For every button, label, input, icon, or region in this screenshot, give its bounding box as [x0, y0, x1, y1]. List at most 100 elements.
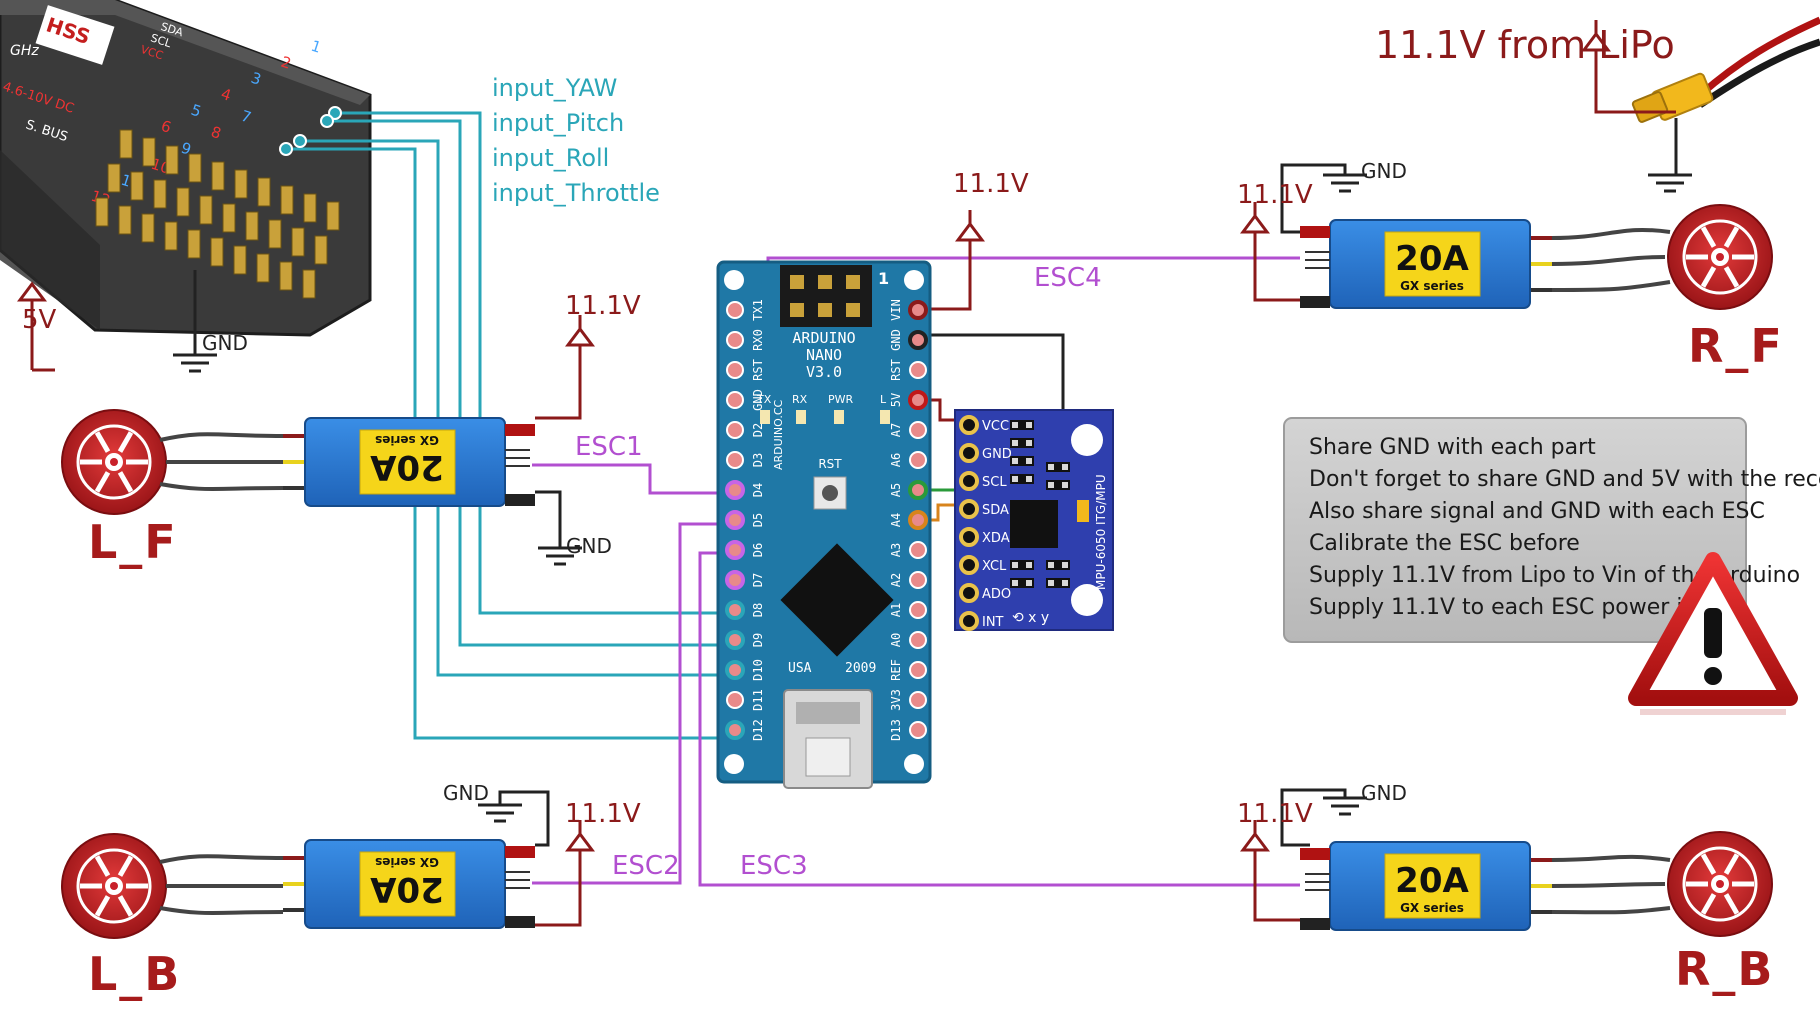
esc-series: GX series — [1400, 901, 1464, 915]
label-v-lf: 11.1V — [565, 291, 641, 321]
mpu-pin-label: VCC — [982, 419, 1009, 434]
nano-pin-label-left: D11 — [751, 689, 765, 711]
nano-pin-label-left: D12 — [751, 719, 765, 741]
label-gnd-rb: GND — [1361, 781, 1407, 805]
motor-rb-icon — [1667, 831, 1773, 937]
nano-header-num: 1 — [878, 269, 889, 288]
nano-pin-label-left: TX1 — [751, 299, 765, 321]
label-input-throttle: input_Throttle — [492, 179, 660, 207]
mpu-pin-label: XDA — [982, 531, 1010, 546]
nano-pin-left — [725, 570, 745, 590]
nano-pin-label-left: D6 — [751, 543, 765, 557]
label-input-yaw: input_YAW — [492, 74, 617, 102]
mpu-chip — [1010, 500, 1058, 548]
power-arrow-icon — [1581, 31, 1611, 52]
nano-hole-tr — [904, 270, 924, 290]
nano-pin-label-left: D8 — [751, 603, 765, 617]
label-input-roll: input_Roll — [492, 144, 609, 172]
motor-wires — [159, 227, 1671, 915]
nano-pin-right — [909, 601, 927, 619]
label-gnd-rx: GND — [202, 331, 248, 355]
nano-pin-label-right: RST — [889, 359, 903, 381]
mpu-pin — [959, 527, 979, 547]
led-l — [880, 410, 890, 424]
usb-port-slot — [796, 702, 860, 724]
wire-rb-gnd — [1280, 788, 1347, 847]
mpu-pin — [959, 415, 979, 435]
label-esc4: ESC4 — [1034, 263, 1102, 293]
power-arrow-icon — [1240, 213, 1270, 234]
ground-icon — [1323, 173, 1367, 193]
mpu-pin-label: INT — [982, 615, 1004, 630]
wire-rb-power — [1253, 850, 1310, 922]
mpu-cap — [1077, 500, 1089, 522]
warning-icon — [1628, 552, 1798, 715]
ground-icon — [1323, 796, 1367, 816]
nano-pin-label-left: D5 — [751, 513, 765, 527]
mpu-name: MPU-6050 ITG/MPU — [1094, 474, 1108, 590]
input-labels: input_YAW input_Pitch input_Roll input_T… — [492, 74, 660, 207]
label-motor-rb: R_B — [1675, 942, 1774, 996]
esc-rating: 20A — [1395, 861, 1469, 901]
nano-pin-right — [909, 541, 927, 559]
motor-lb-icon — [61, 833, 167, 939]
nano-pin-label-right: VIN — [889, 299, 903, 321]
label-motor-lb: L_B — [88, 947, 181, 1001]
mpu-pin-label: SDA — [982, 503, 1009, 518]
nano-pin-left — [725, 480, 745, 500]
nano-pin-right — [909, 661, 927, 679]
motor-labels: L_F L_B R_F R_B — [88, 319, 1782, 1001]
nano-pin-right — [908, 480, 928, 500]
label-v-nano: 11.1V — [953, 169, 1029, 199]
nano-country: USA — [788, 661, 812, 676]
power-labels: 11.1V from LiPo 11.1V 11.1V 11.1V 11.1V … — [22, 23, 1675, 829]
reset-button-cap — [822, 485, 838, 501]
nano-pin-label-right: D13 — [889, 719, 903, 741]
led-label-tx: TX — [756, 393, 772, 406]
nano-site: ARDUINO.CC — [772, 399, 785, 470]
nano-pin-label-right: A4 — [889, 513, 903, 527]
nano-pin-right — [908, 330, 928, 350]
nano-pin-right — [908, 390, 928, 410]
nano-pin-left — [725, 630, 745, 650]
nano-pin-left — [725, 660, 745, 680]
nano-name-2: NANO — [806, 346, 842, 364]
wire-vin — [920, 240, 972, 311]
power-arrow-icon — [565, 326, 595, 347]
nano-pin-label-left: D7 — [751, 573, 765, 587]
label-gnd-rf: GND — [1361, 159, 1407, 183]
mpu-pin-label: XCL — [982, 559, 1007, 574]
wire-esc2 — [532, 522, 735, 885]
power-arrow-icon — [17, 281, 47, 302]
reset-label: RST — [818, 457, 842, 471]
power-arrow-icon — [955, 221, 985, 242]
led-label-l: L — [880, 393, 887, 406]
motor-rf-icon — [1667, 204, 1773, 310]
nano-pin-right — [909, 361, 927, 379]
label-v-5v: 5V — [22, 305, 57, 335]
nano-pin-label-right: A2 — [889, 573, 903, 587]
esc-rating: 20A — [370, 869, 444, 909]
notes-panel — [1283, 417, 1747, 643]
led-label-pwr: PWR — [828, 393, 854, 406]
nano-pin-left — [726, 451, 744, 469]
nano-pin-left — [726, 301, 744, 319]
gnd-labels: GND GND GND GND GND — [202, 159, 1407, 805]
nano-hole-tl — [724, 270, 744, 290]
receiver-brand-patch — [35, 5, 115, 65]
mpu-pin — [959, 499, 979, 519]
esc-rating: 20A — [1395, 239, 1469, 279]
mpu-axes-icon: ⟲ x y — [1012, 610, 1049, 626]
wire-lipo — [1594, 50, 1676, 114]
mpu-hole-top — [1071, 424, 1103, 456]
arduino-nano: 1 ARDUINO NANO V3.0 TX RX PWR L ARDUINO.… — [716, 260, 932, 789]
label-motor-lf: L_F — [88, 515, 178, 569]
mpu-pin — [959, 443, 979, 463]
nano-hole-bl — [724, 754, 744, 774]
note-6: Supply 11.1V to each ESC power input — [1309, 595, 1733, 620]
nano-year: 2009 — [845, 661, 876, 676]
nano-pin-label-right: A7 — [889, 423, 903, 437]
